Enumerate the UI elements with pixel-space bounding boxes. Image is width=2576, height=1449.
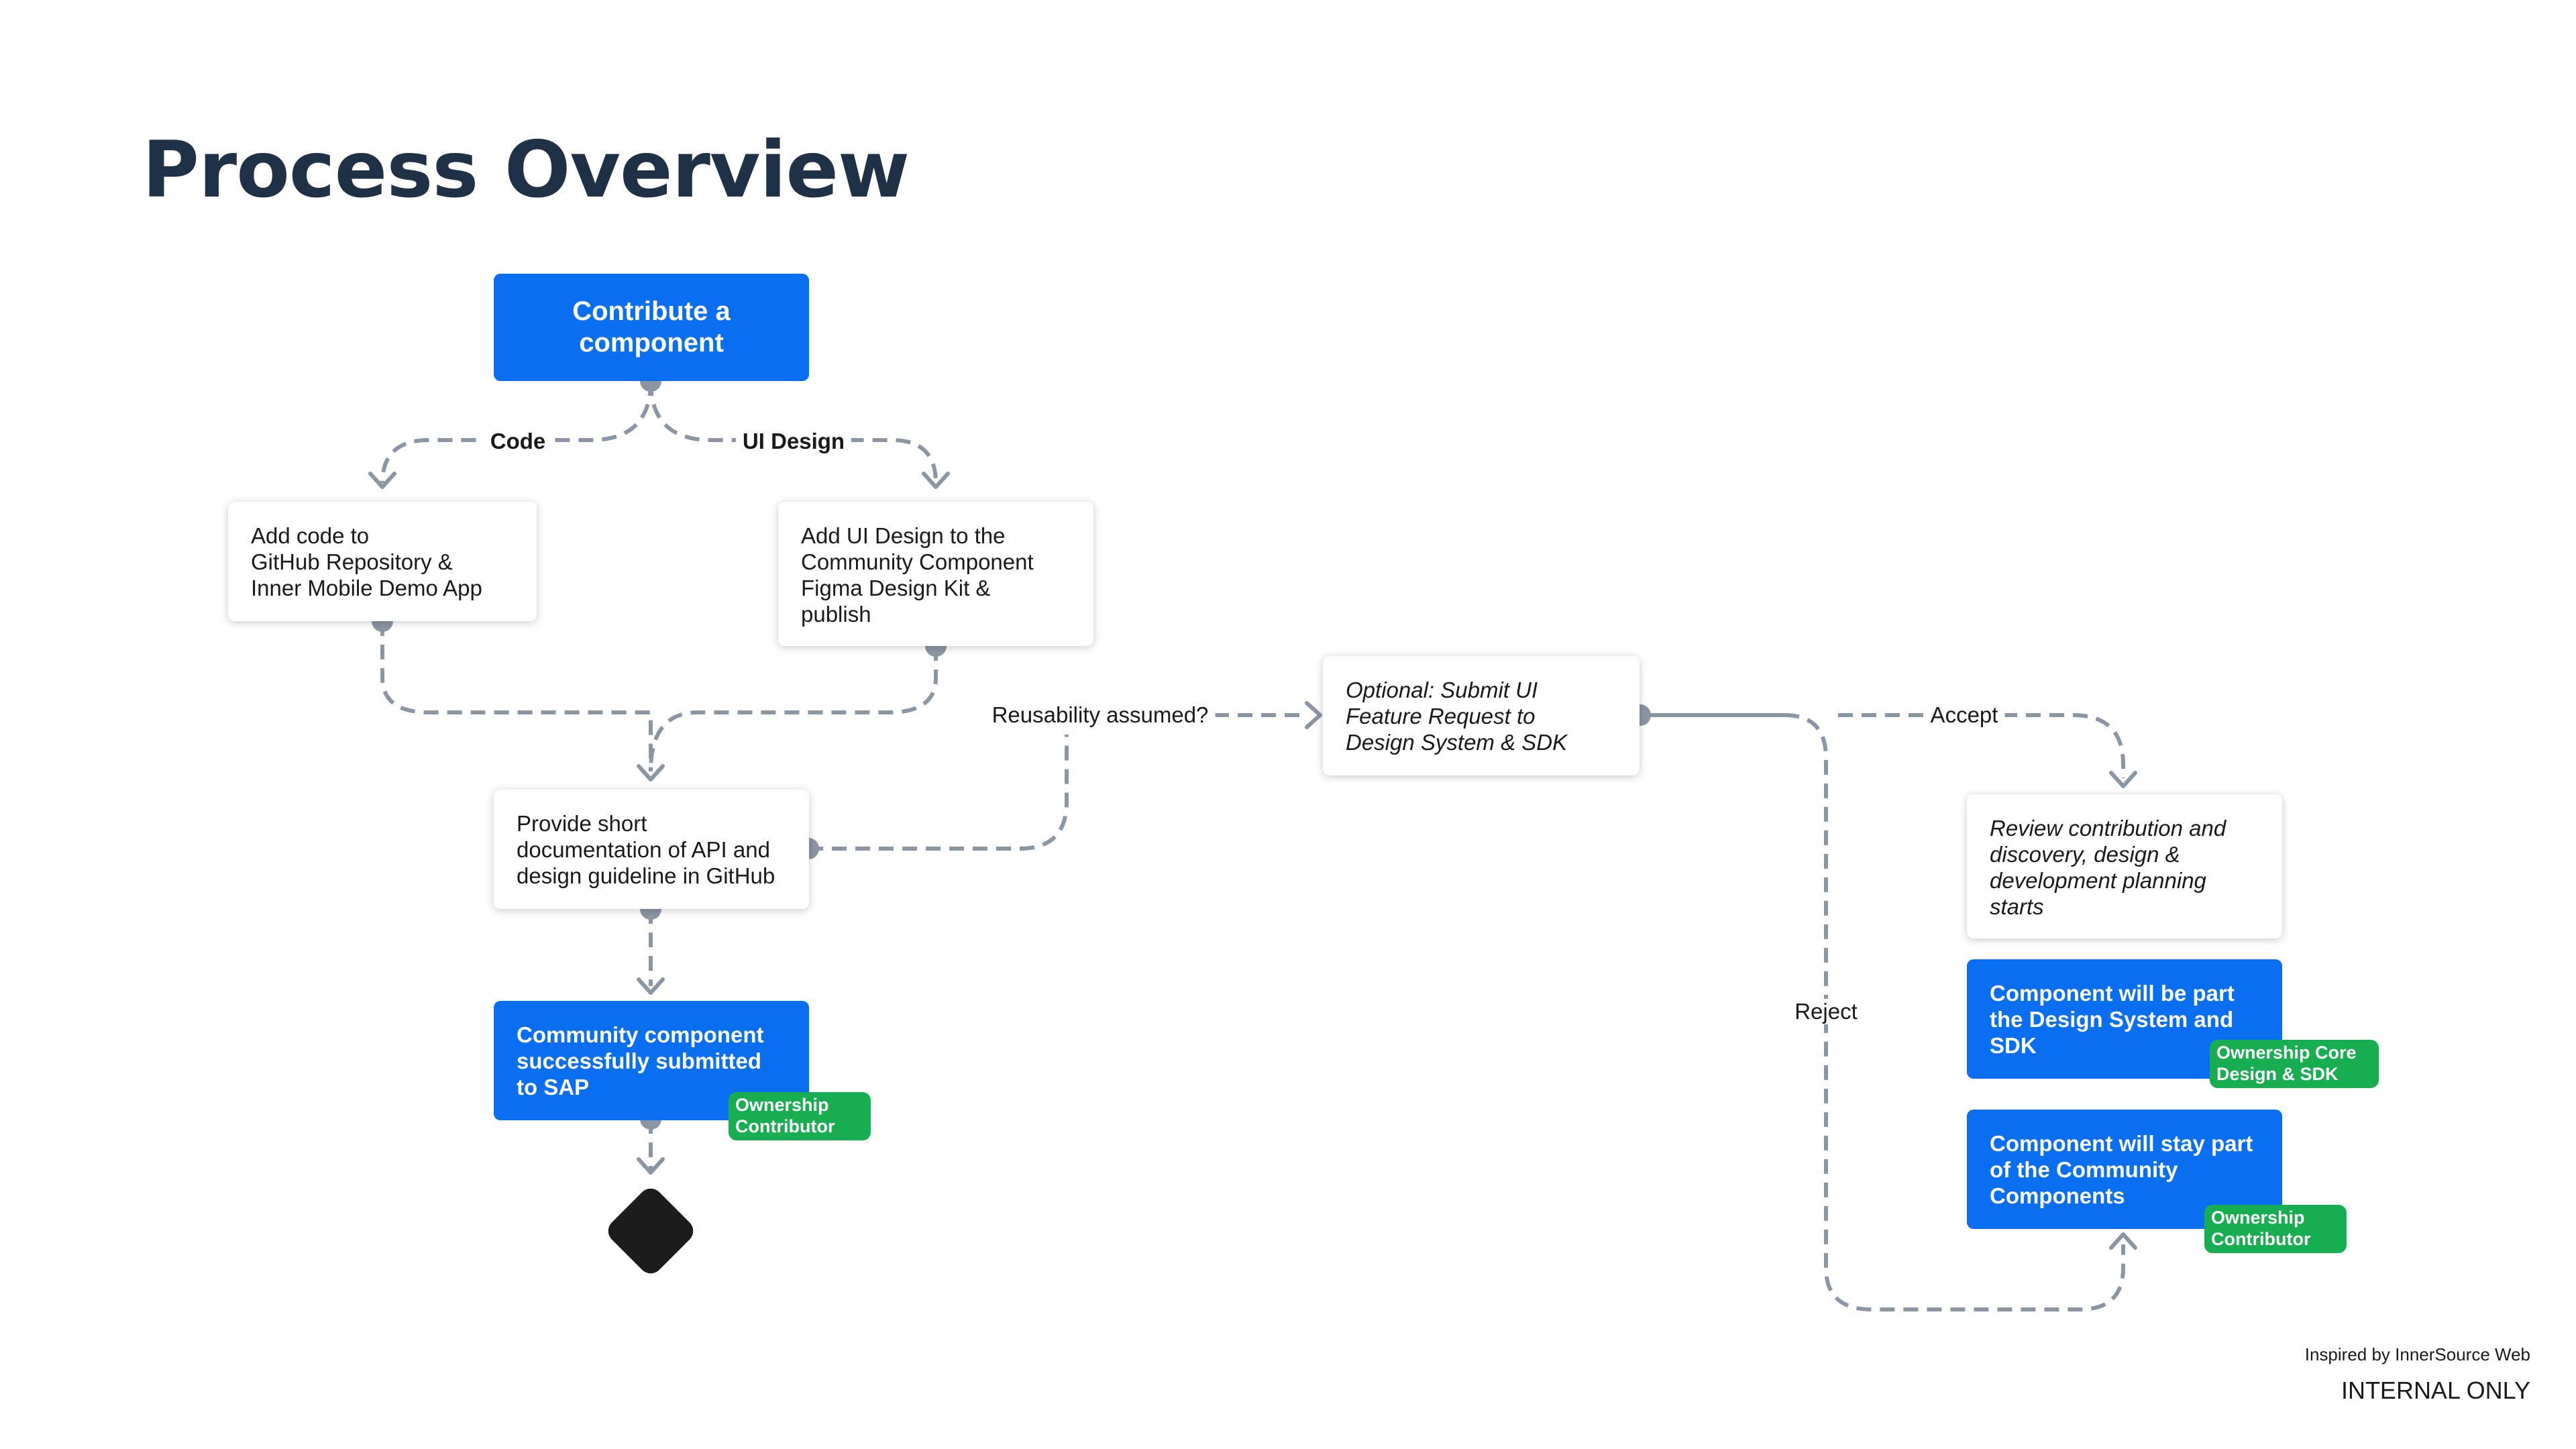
arrowhead-feature-request (1305, 701, 1322, 729)
footer-classification: INTERNAL ONLY (2341, 1377, 2530, 1404)
node-provide-documentation: Provide short documentation of API and d… (494, 790, 809, 909)
edge-label-code: Code (483, 429, 553, 454)
arrowhead-documentation (637, 764, 665, 782)
edge-label-ui-design: UI Design (735, 429, 852, 454)
arrowhead-end (637, 1157, 665, 1175)
edge-label-reusability: Reusability assumed? (985, 702, 1216, 728)
badge-ownership-contributor-community: Ownership Contributor (2204, 1205, 2347, 1253)
edge-documentation-reusability (808, 735, 1069, 851)
footer-credit: Inspired by InnerSource Web (2304, 1344, 2530, 1364)
end-node (608, 1188, 694, 1274)
node-feature-request: Optional: Submit UI Feature Request to D… (1323, 656, 1640, 775)
badge-ownership-core-design-sdk: Ownership Core Design & SDK (2210, 1040, 2379, 1088)
edge-label-reject: Reject (1788, 999, 1864, 1024)
edge-feature-request-accept (1838, 713, 2125, 778)
node-community-component-submitted: Community component successfully submitt… (494, 1001, 809, 1120)
arrowhead-code (368, 472, 396, 489)
edge-code-to-documentation (380, 621, 653, 771)
arrowhead-submitted (637, 977, 665, 995)
node-contribute-component: Contribute a component (494, 274, 809, 381)
node-add-ui-design: Add UI Design to the Community Component… (778, 502, 1093, 646)
arrowhead-stay-community (2109, 1232, 2137, 1250)
arrowhead-ui-design (922, 472, 950, 489)
arrowhead-review (2109, 771, 2137, 788)
node-add-code: Add code to GitHub Repository & Inner Mo… (228, 502, 537, 621)
edge-contribute-to-ui-design (649, 380, 938, 484)
badge-ownership-contributor-submitted: Ownership Contributor (729, 1092, 871, 1140)
edge-contribute-to-code (380, 380, 653, 484)
edge-feature-request-reject (1784, 713, 2125, 1311)
edge-design-to-documentation (649, 646, 938, 772)
node-review-contribution: Review contribution and discovery, desig… (1967, 794, 2282, 938)
page-title: Process Overview (142, 125, 910, 215)
edge-label-accept: Accept (1923, 702, 2005, 728)
